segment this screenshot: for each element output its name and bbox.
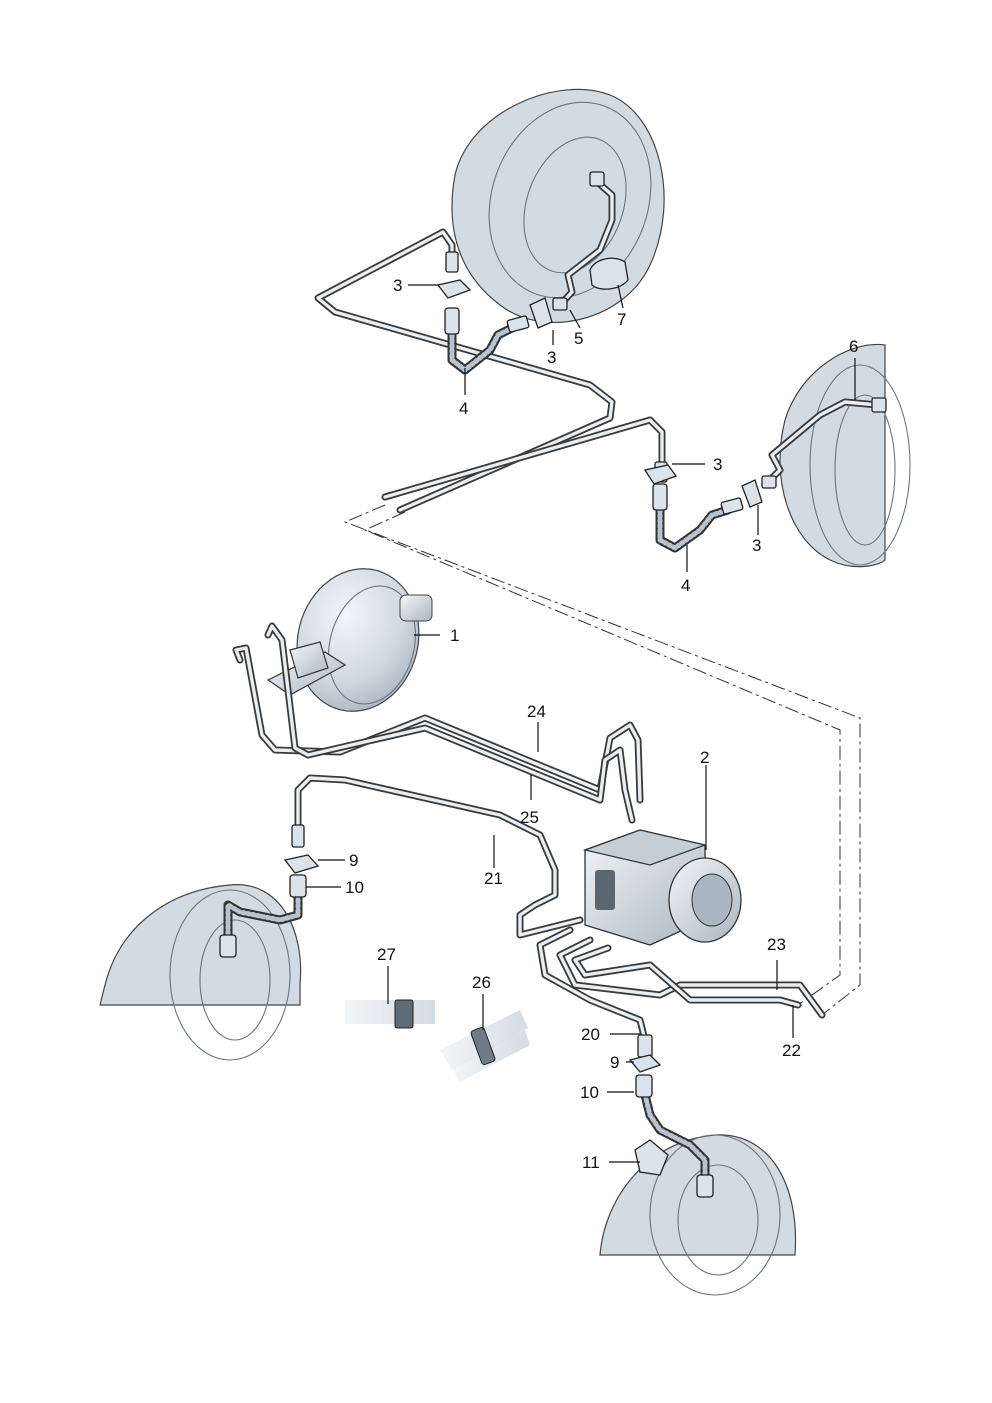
rear-left-wheel (779, 343, 911, 568)
rear-brake-hoses (447, 320, 733, 553)
callout-6: 6 (849, 337, 858, 356)
front-fittings (219, 824, 714, 1198)
rear-brake-pipes (314, 176, 882, 514)
callout-7: 7 (617, 310, 626, 329)
callout-9: 9 (349, 851, 358, 870)
abs-unit (582, 829, 742, 946)
callout-2: 2 (700, 748, 709, 767)
callout-27: 27 (377, 945, 396, 964)
callout-10: 10 (580, 1083, 599, 1102)
callout-4: 4 (459, 399, 468, 418)
callout-25: 25 (520, 808, 539, 827)
callout-10: 10 (345, 878, 364, 897)
callout-26: 26 (472, 973, 491, 992)
callout-3: 3 (393, 276, 402, 295)
callout-labels: 1 2 3 3 3 3 4 4 5 6 7 9 9 10 10 11 20 21… (345, 276, 858, 1172)
callout-9: 9 (610, 1053, 619, 1072)
callout-3: 3 (752, 536, 761, 555)
callout-4: 4 (681, 576, 690, 595)
pipes-20-22-23 (536, 926, 826, 1044)
clip-26 (440, 1010, 530, 1082)
front-left-wheel (99, 884, 302, 1061)
routing-lines (343, 504, 861, 1016)
brake-servo-master-cylinder (266, 568, 433, 712)
pipe-21 (294, 774, 584, 939)
front-brake-pipes (232, 622, 644, 824)
callout-22: 22 (782, 1041, 801, 1060)
callout-23: 23 (767, 935, 786, 954)
rear-fittings (436, 171, 887, 515)
callout-21: 21 (484, 869, 503, 888)
rear-right-wheel (451, 88, 665, 324)
callout-20: 20 (581, 1025, 600, 1044)
callout-24: 24 (527, 702, 546, 721)
callout-11: 11 (582, 1153, 600, 1172)
callout-3: 3 (713, 455, 722, 474)
callout-3: 3 (547, 348, 556, 367)
front-brake-hoses (223, 890, 710, 1185)
leader-lines (306, 284, 856, 1163)
callout-1: 1 (450, 626, 459, 645)
callout-5: 5 (574, 329, 583, 348)
clip-27 (345, 999, 435, 1029)
